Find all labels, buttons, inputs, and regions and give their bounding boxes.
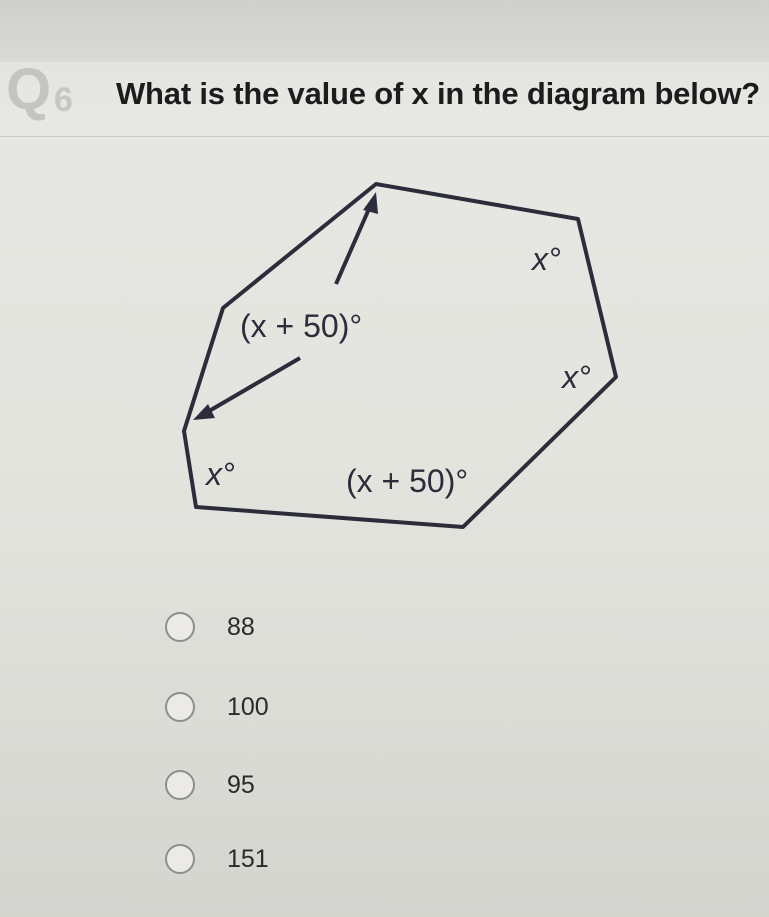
radio-button[interactable]: [165, 612, 195, 642]
choice-label: 100: [227, 693, 269, 721]
divider: [0, 136, 769, 137]
radio-button[interactable]: [165, 844, 195, 874]
choice-label: 95: [227, 771, 255, 799]
heptagon-outline: [182, 182, 618, 529]
angle-label-top-left: (x + 50)°: [240, 308, 362, 344]
arrow-to-left-vertex: [193, 356, 302, 420]
angle-label-right: x°: [560, 359, 591, 395]
angle-label-top-right: x°: [530, 241, 561, 277]
radio-button[interactable]: [165, 770, 195, 800]
choice-label: 151: [227, 845, 269, 873]
radio-button[interactable]: [165, 692, 195, 722]
top-strip: [0, 0, 769, 62]
choice-88[interactable]: 88: [165, 608, 365, 650]
choice-151[interactable]: 151: [165, 840, 365, 882]
question-number-badge: Q 6: [6, 60, 96, 126]
choice-95[interactable]: 95: [165, 766, 365, 808]
choice-label: 88: [227, 613, 255, 641]
question-text: What is the value of x in the diagram be…: [116, 76, 761, 111]
badge-letter: Q: [6, 57, 52, 122]
angle-label-left: x°: [204, 456, 235, 492]
angle-label-bottom: (x + 50)°: [346, 463, 468, 499]
arrow-to-top-vertex: [334, 192, 378, 285]
choice-100[interactable]: 100: [165, 688, 365, 730]
badge-number: 6: [54, 81, 73, 119]
